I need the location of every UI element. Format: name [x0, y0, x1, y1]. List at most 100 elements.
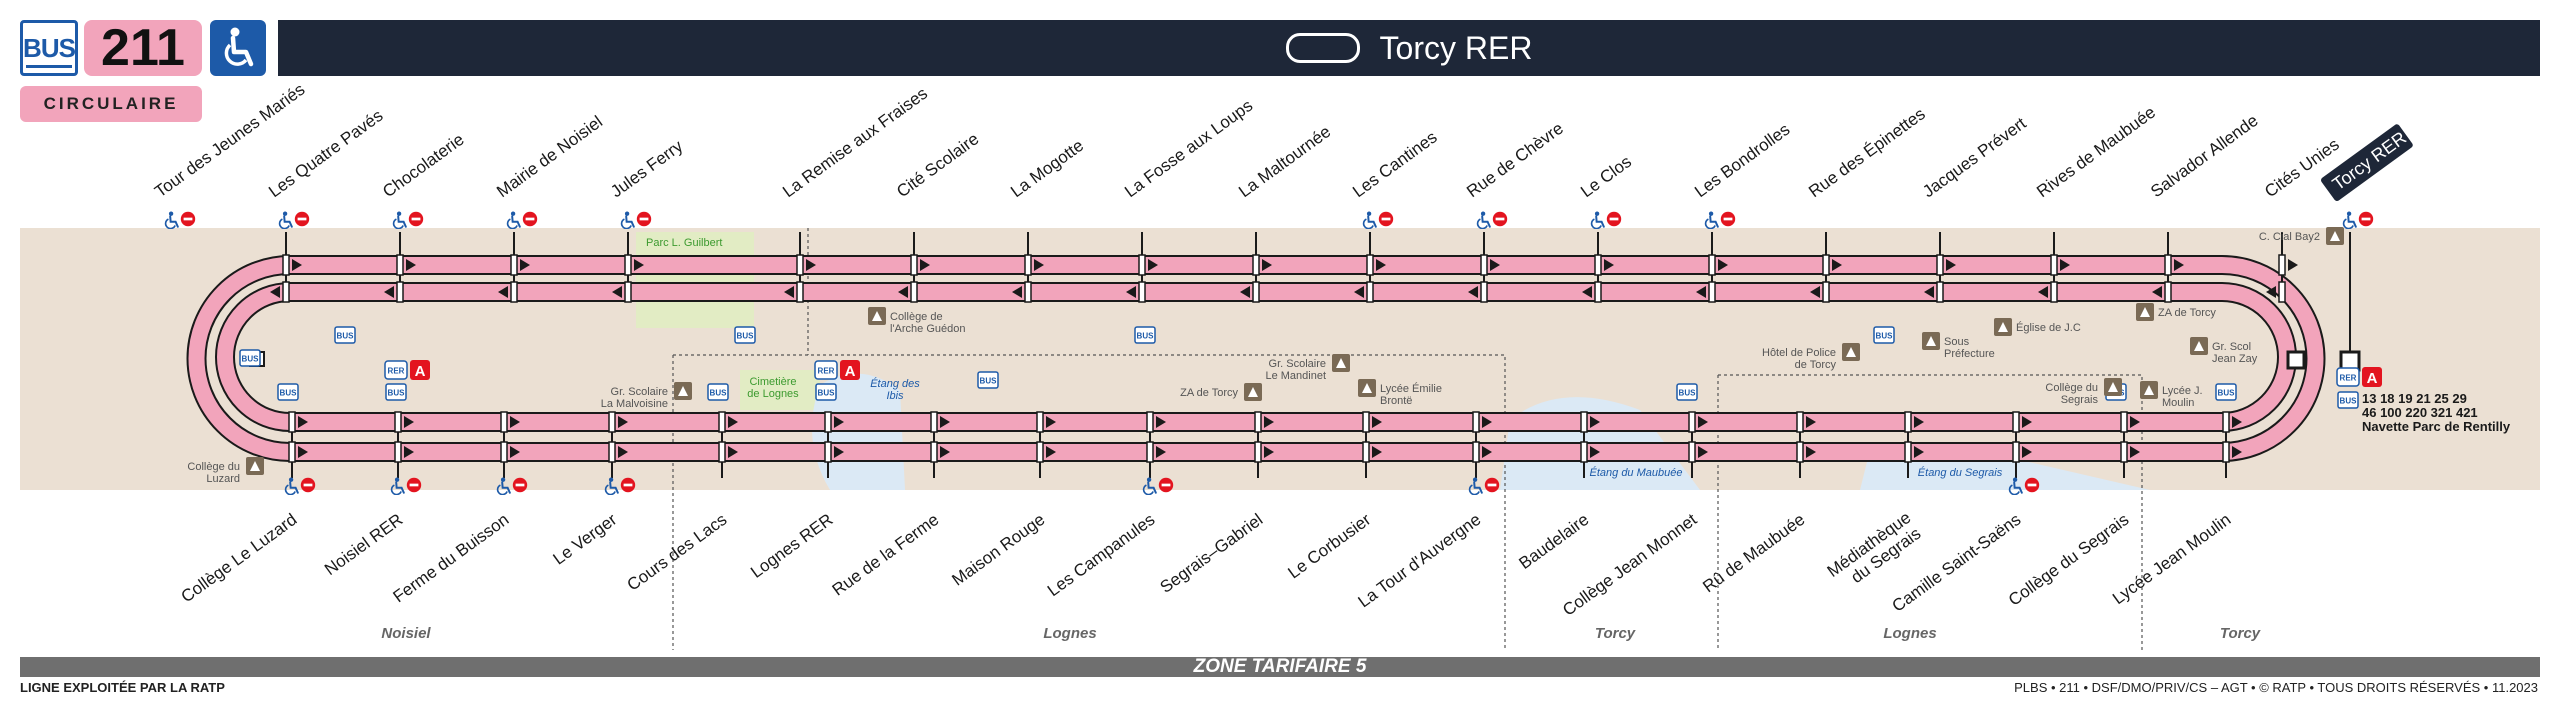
direction-arrow	[2130, 446, 2140, 458]
direction-arrow	[1810, 286, 1820, 298]
stop-label: Rue des Épinettes	[1805, 104, 1929, 201]
bus-connection-box	[385, 383, 407, 401]
no-entry-icon	[300, 477, 316, 493]
school-icon	[2104, 378, 2122, 396]
terminus-marker	[2286, 350, 2306, 370]
route-layer: BUSBUSBUSBUSBUSBUSBUSBUSBUSBUSBUSBUSBUSB…	[186, 232, 2382, 478]
direction-arrow	[2174, 259, 2184, 271]
direction-arrow	[1264, 446, 1274, 458]
bus-connection-label: BUS	[1679, 389, 1697, 398]
stop-marker	[394, 411, 402, 433]
stop-label: Rû de Maubuée	[1699, 510, 1808, 596]
direction-arrow	[1806, 416, 1816, 428]
direction-arrow	[1262, 259, 1272, 271]
stop-marker	[500, 411, 508, 433]
stop-label: Mairie de Noisiel	[493, 112, 606, 201]
direction-arrow	[1376, 259, 1386, 271]
rer-connection-box	[2336, 367, 2360, 387]
landmark-label: Église de J.C	[2016, 321, 2081, 334]
no-entry-icon	[2358, 211, 2374, 227]
landmark-icon-glyph	[2140, 307, 2150, 317]
stop-label: Le Verger	[550, 510, 621, 569]
landmark-icon-glyph	[678, 386, 688, 396]
landmark-label: Étang des	[870, 377, 920, 390]
stop-marker	[2164, 254, 2172, 276]
direction-arrow	[1240, 286, 1250, 298]
landmark-icon-glyph	[2194, 341, 2204, 351]
direction-arrow	[1698, 446, 1708, 458]
stop-marker	[1594, 254, 1602, 276]
stop-label: Maison Rouge	[948, 510, 1048, 590]
landmark-icon-glyph	[1998, 322, 2008, 332]
terminus-badge-bg	[2321, 124, 2413, 202]
mode-label: BUS	[23, 32, 76, 63]
landmark-label: Le Mandinet	[1265, 370, 1326, 382]
park-area	[740, 370, 820, 410]
direction-arrow	[1832, 259, 1842, 271]
stop-label: Segrais–Gabriel	[1157, 510, 1267, 597]
stop-marker	[1036, 411, 1044, 433]
direction-arrow	[1354, 286, 1364, 298]
stop-marker	[1366, 254, 1374, 276]
landmark-label: Collège du	[187, 461, 240, 473]
direction-arrow	[1156, 446, 1166, 458]
direction-arrow	[634, 259, 644, 271]
landmark-label: Étang du Maubuée	[1590, 466, 1683, 479]
bus-connection-icon: BUS	[277, 383, 299, 401]
direction-arrow	[1482, 416, 1492, 428]
direction-arrow	[404, 446, 414, 458]
stop-label: Le Corbusier	[1284, 510, 1374, 583]
direction-arrow	[298, 416, 308, 428]
industry-icon	[2136, 303, 2154, 321]
stop-marker	[396, 281, 404, 303]
stop-marker	[1146, 441, 1154, 463]
bus-connection-icon: BUS	[385, 383, 407, 401]
stop-label: Chocolaterie	[379, 130, 467, 201]
direction-arrow	[2288, 259, 2298, 271]
direction-arrow	[292, 259, 302, 271]
landmark-label: Collège du	[2045, 382, 2098, 394]
bus-connection-icon: BUS	[1676, 383, 1698, 401]
landmark-label: de Torcy	[1795, 359, 1837, 371]
stop-marker	[608, 441, 616, 463]
church-icon	[1994, 318, 2012, 336]
landmark-icon-glyph	[1336, 358, 1346, 368]
rer-line-letter: A	[415, 363, 426, 380]
direction-arrow	[498, 286, 508, 298]
stop-marker	[396, 254, 404, 276]
landmark-label: ZA de Torcy	[1180, 387, 1238, 399]
landmark-label: Lycée J.	[2162, 385, 2203, 397]
direction-arrow	[2022, 446, 2032, 458]
landmark-icon-glyph	[1248, 387, 1258, 397]
stop-marker	[2012, 441, 2020, 463]
bus-mode-logo: BUS	[20, 20, 78, 76]
direction-arrow	[2130, 416, 2140, 428]
stop-marker	[2222, 411, 2230, 433]
rer-connection-label: RER	[818, 367, 835, 376]
stop-marker	[824, 441, 832, 463]
stop-marker	[2164, 281, 2172, 303]
landmark-label: Cimetière	[749, 376, 796, 388]
stop-label: Cours des Lacs	[624, 510, 731, 595]
commune-boundaries	[672, 228, 2143, 650]
stop-marker	[796, 281, 804, 303]
bus-connection-icon: BUS	[239, 349, 261, 367]
wheelchair-icon	[1476, 211, 1491, 229]
landmark-label: Sous	[1944, 336, 1970, 348]
landmark-label: Jean Zay	[2212, 353, 2258, 365]
no-entry-icon	[294, 211, 310, 227]
stop-marker	[1472, 441, 1480, 463]
bus-connection-box	[977, 371, 999, 389]
bus-connection-label: BUS	[242, 355, 260, 364]
stop-marker	[1036, 441, 1044, 463]
direction-arrow	[298, 446, 308, 458]
bus-connection-label: BUS	[2340, 397, 2358, 406]
terminus-label: Torcy RER	[2329, 128, 2410, 195]
no-entry-icon	[406, 477, 422, 493]
no-entry-icon	[1378, 211, 1394, 227]
landmark-icon-glyph	[1846, 347, 1856, 357]
stop-marker	[1366, 281, 1374, 303]
direction-arrow	[2038, 286, 2048, 298]
stop-label: Rue de la Ferme	[829, 510, 943, 600]
